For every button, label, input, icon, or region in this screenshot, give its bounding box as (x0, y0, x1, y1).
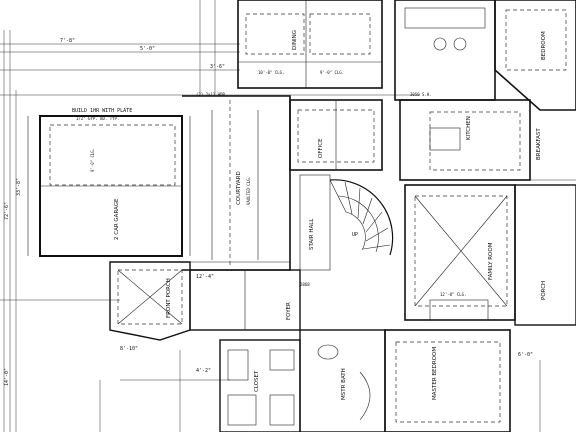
garage-walls (27, 115, 191, 257)
closet-label: CLOSET (254, 370, 260, 392)
kitchen-block (394, 0, 576, 181)
office-walls (289, 99, 383, 171)
family-room-walls (404, 184, 576, 326)
foyer-label: FOYER (286, 302, 292, 320)
master-suite-walls (219, 329, 511, 432)
dim-top-c: 3'-6" (210, 64, 225, 70)
family-ceiling: 12'-0" CLG. (440, 292, 467, 297)
stair-up-label: UP (352, 232, 358, 238)
garage-note: BUILD 1HR WITH PLATE (72, 108, 132, 114)
dim-lower: 14'-0" (4, 368, 10, 386)
dim-master: 6'-0" (518, 352, 533, 358)
door-tag: 2868 (300, 282, 310, 287)
spiral-stair (299, 174, 394, 271)
window-tag: 3050 S.H. (410, 92, 432, 97)
courtyard-ceiling: VAULTED CLG. (246, 176, 251, 205)
beam-tag: (2) 2x12 HDR. (196, 92, 227, 97)
upper-rooms (237, 0, 383, 89)
office-label: OFFICE (318, 138, 324, 158)
dining-label: DINING (292, 30, 298, 50)
courtyard-label: COURTYARD (236, 171, 242, 205)
upper-ceiling: 9'-0" CLG. (320, 70, 344, 75)
garage-note-2: 1/2" GYP. BD. TYP. (76, 116, 119, 121)
porch-label: PORCH (541, 281, 547, 300)
dim-closet: 4'-2" (196, 368, 211, 374)
dim-garage: 33'-8" (16, 178, 22, 196)
front-porch-label: FRONT PORCH (166, 278, 172, 318)
dim-top-a: 7'-8" (60, 38, 75, 44)
foyer-walls (109, 261, 301, 341)
dim-top-b: 5'-0" (140, 46, 155, 52)
master-label: MASTER BEDROOM (432, 347, 438, 400)
dim-overall: 72'-6" (4, 202, 10, 220)
dimension-texts: 72'-6" 33'-8" 14'-0" 7'-8" 5'-0" 3'-6" 1… (4, 38, 533, 386)
master-bath-label: MSTR BATH (341, 368, 347, 400)
family-label: FAMILY ROOM (488, 242, 494, 280)
kitchen-label: KITCHEN (466, 116, 472, 140)
garage-label: 2 CAR GARAGE (114, 198, 120, 240)
garage-ceiling: 9'-0" CLG. (90, 148, 95, 172)
stair-hall-label: STAIR HALL (309, 218, 315, 250)
dining-ceiling: 10'-0" CLG. (258, 70, 285, 75)
dim-foyer: 12'-4" (196, 274, 214, 280)
breakfast-label: BREAKFAST (536, 128, 542, 160)
bedroom-label: BEDROOM (541, 31, 547, 60)
dim-porch: 8'-10" (120, 346, 138, 352)
